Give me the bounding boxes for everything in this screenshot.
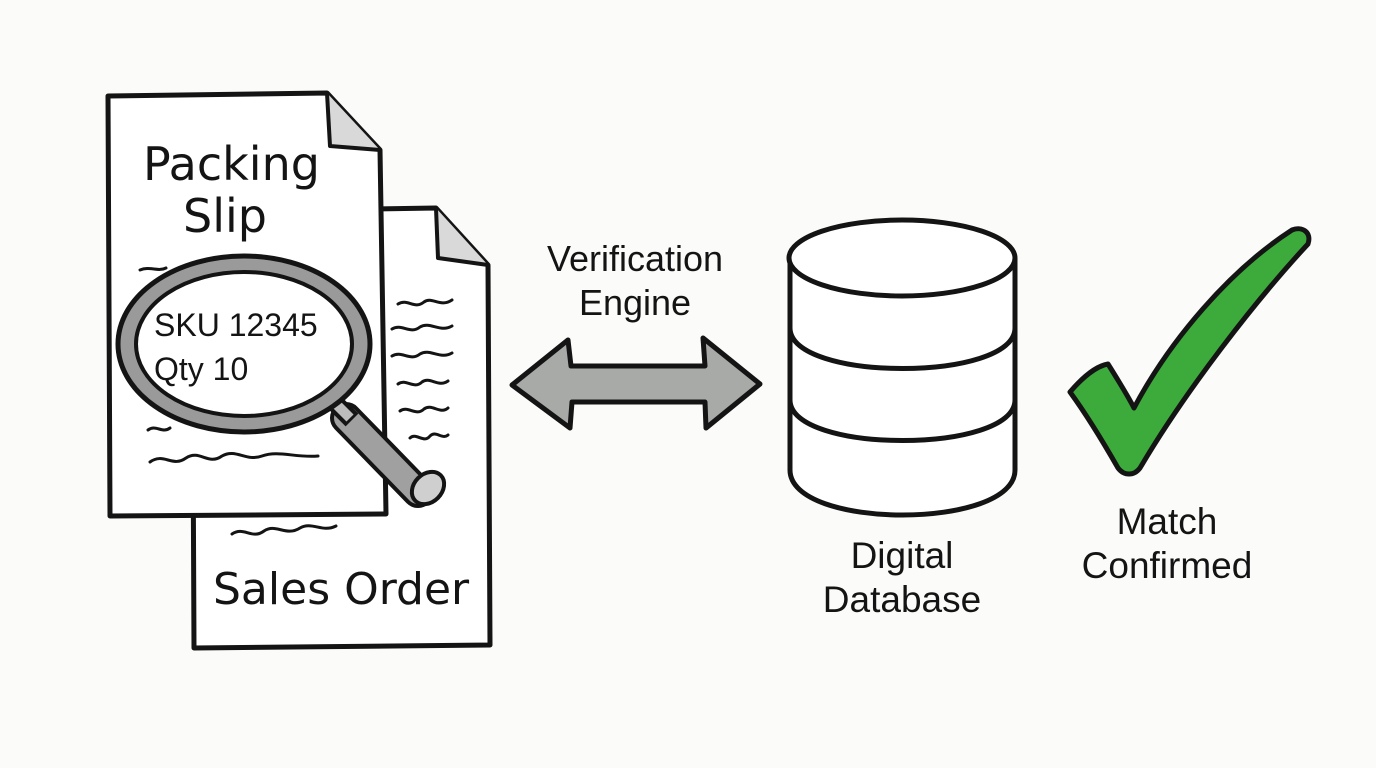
magnified-qty: Qty 10: [154, 351, 248, 387]
database-icon: Digital Database: [786, 217, 1018, 620]
match-confirmed: Match Confirmed: [1067, 226, 1312, 586]
packing-slip-dogear: [325, 92, 381, 152]
magnifier-handle: [323, 391, 447, 508]
database-band-1: [787, 325, 1018, 371]
checkmark-icon: [1067, 226, 1312, 477]
sales-order-scribbles: [230, 298, 454, 536]
bidirectional-arrow-icon: [509, 335, 763, 431]
magnifier-icon: SKU 12345 Qty 10: [115, 253, 447, 508]
verification-engine: Verification Engine: [509, 238, 763, 431]
database-top: [786, 217, 1018, 299]
result-label-line1: Match: [1117, 501, 1218, 542]
database-body: [787, 258, 1018, 518]
result-label-line2: Confirmed: [1082, 545, 1253, 586]
database-band-2: [787, 397, 1018, 443]
engine-label-line2: Engine: [579, 282, 691, 323]
database-label-line2: Database: [823, 579, 981, 620]
engine-label-line1: Verification: [547, 238, 723, 279]
packing-slip-scribbles: [138, 266, 320, 464]
packing-slip-title-line2: Slip: [183, 189, 267, 243]
database-label-line1: Digital: [851, 535, 954, 576]
packing-slip-title-line1: Packing: [143, 137, 320, 191]
magnifier-lens: [134, 270, 354, 418]
sales-order-dogear: [434, 207, 489, 267]
sales-order-title: Sales Order: [213, 564, 470, 615]
magnified-sku: SKU 12345: [154, 307, 318, 343]
